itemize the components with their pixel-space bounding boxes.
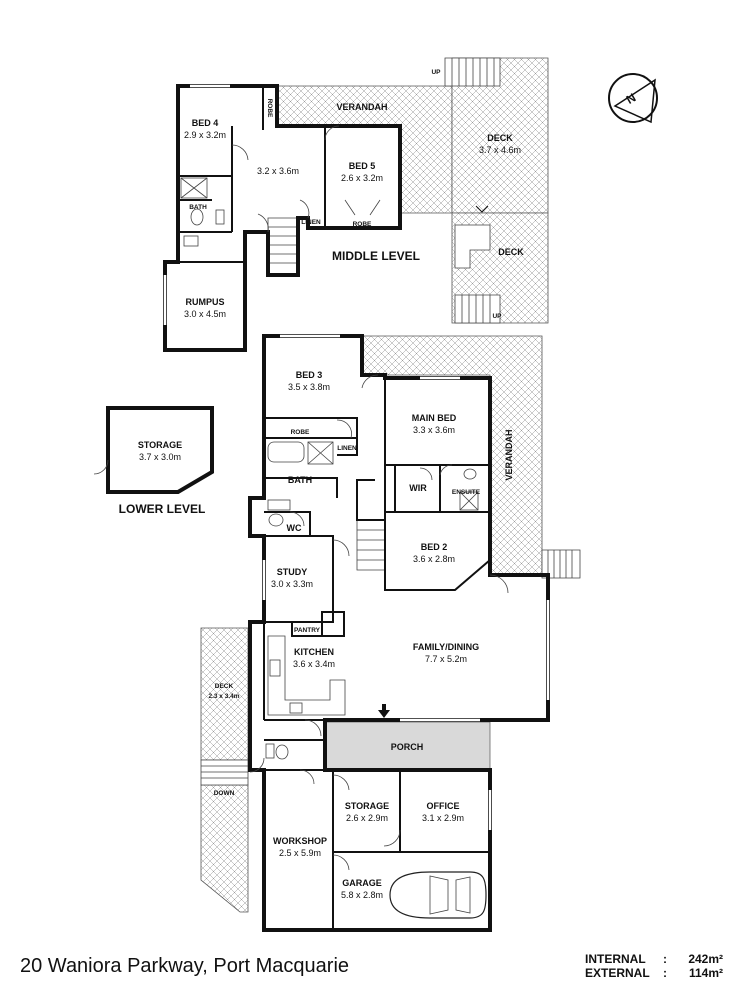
workshop-dims: 2.5 x 5.9m — [279, 848, 321, 858]
stairs-west — [200, 759, 249, 786]
porch-name: PORCH — [391, 742, 424, 752]
office-dims: 3.1 x 2.9m — [422, 813, 464, 823]
area-value: 242m² — [688, 952, 723, 966]
room-labels: BED 4 2.9 x 3.2m ROBE 3.2 x 3.6m BED 5 2… — [119, 69, 525, 900]
kitchen-benches — [267, 635, 346, 716]
lower-level-title: LOWER LEVEL — [119, 502, 206, 516]
rumpus-dims: 3.0 x 4.5m — [184, 309, 226, 319]
stairs-internal-main — [356, 519, 386, 571]
rumpus-name: RUMPUS — [185, 297, 224, 307]
verandah-top: VERANDAH — [336, 102, 387, 112]
deck-small-name: DECK — [498, 247, 524, 257]
ensuite-name: ENSUITE — [452, 489, 481, 496]
area-separator: : — [663, 966, 667, 980]
main-level-walls — [248, 334, 550, 932]
bed4-name: BED 4 — [192, 118, 219, 128]
robe-bed4: ROBE — [266, 99, 273, 118]
bed4-dims: 2.9 x 3.2m — [184, 130, 226, 140]
verandah-east — [361, 335, 543, 576]
main-bed-name: MAIN BED — [412, 413, 457, 423]
property-address: 20 Waniora Parkway, Port Macquarie — [20, 955, 350, 977]
hall-middle-dims: 3.2 x 3.6m — [257, 166, 299, 176]
compass-icon: N — [608, 73, 658, 124]
study-dims: 3.0 x 3.3m — [271, 579, 313, 589]
bed2-name: BED 2 — [421, 542, 448, 552]
door-swings — [93, 125, 509, 871]
fridge: F — [330, 625, 336, 635]
bed3-dims: 3.5 x 3.8m — [288, 382, 330, 392]
deck-side-dims: 2.3 x 3.4m — [208, 693, 239, 700]
bath-name: BATH — [288, 475, 312, 485]
car-icon — [389, 871, 487, 919]
down: DOWN — [214, 790, 235, 797]
family-dining-name: FAMILY/DINING — [413, 642, 479, 652]
stairs-internal-middle — [267, 217, 299, 276]
arrow-deck-icon — [475, 205, 489, 213]
wc-name: WC — [287, 523, 302, 533]
deck-top-dims: 3.7 x 4.6m — [479, 145, 521, 155]
study-name: STUDY — [277, 567, 308, 577]
linen: LINEN — [337, 445, 357, 452]
bed2-dims: 3.6 x 2.8m — [413, 554, 455, 564]
workshop-name: WORKSHOP — [273, 836, 327, 846]
middle-level-title: MIDDLE LEVEL — [332, 249, 420, 263]
bed5-dims: 2.6 x 3.2m — [341, 173, 383, 183]
bath-fixtures — [180, 177, 479, 760]
ramp-west — [200, 784, 249, 913]
storage-name: STORAGE — [345, 801, 389, 811]
deck-side-name: DECK — [215, 683, 234, 690]
deck-top-name: DECK — [487, 133, 513, 143]
entry-arrow-icon — [378, 704, 390, 718]
robe-bed3: ROBE — [291, 429, 310, 436]
stairs-east — [541, 549, 581, 579]
storage-dims: 2.6 x 2.9m — [346, 813, 388, 823]
storage-lower-dims: 3.7 x 3.0m — [139, 452, 181, 462]
stairs-small-deck — [454, 224, 501, 324]
up-top: UP — [431, 69, 441, 76]
bath-middle: BATH — [189, 204, 207, 211]
lower-level-walls — [106, 406, 214, 494]
storage-lower-name: STORAGE — [138, 440, 182, 450]
kitchen-dims: 3.6 x 3.4m — [293, 659, 335, 669]
area-internal: INTERNAL: 242m² — [585, 952, 723, 966]
windows — [163, 84, 550, 830]
office-name: OFFICE — [427, 801, 460, 811]
stairs-top-deck — [444, 57, 501, 87]
bed3-name: BED 3 — [296, 370, 323, 380]
garage-dims: 5.8 x 2.8m — [341, 890, 383, 900]
robe-bed5: ROBE — [353, 221, 372, 228]
area-label: EXTERNAL — [585, 966, 650, 980]
kitchen-name: KITCHEN — [294, 647, 334, 657]
area-external: EXTERNAL: 114m² — [585, 966, 723, 980]
garage-name: GARAGE — [342, 878, 382, 888]
area-value: 114m² — [688, 966, 723, 980]
bed5-name: BED 5 — [349, 161, 376, 171]
area-label: INTERNAL — [585, 952, 646, 966]
wir-name: WIR — [409, 483, 427, 493]
verandah-side: VERANDAH — [504, 429, 514, 480]
pantry: PANTRY — [294, 627, 321, 634]
area-separator: : — [663, 952, 667, 966]
family-dining-dims: 7.7 x 5.2m — [425, 654, 467, 664]
linen-middle: LINEN — [301, 219, 321, 226]
up-deck: UP — [492, 313, 502, 320]
main-bed-dims: 3.3 x 3.6m — [413, 425, 455, 435]
